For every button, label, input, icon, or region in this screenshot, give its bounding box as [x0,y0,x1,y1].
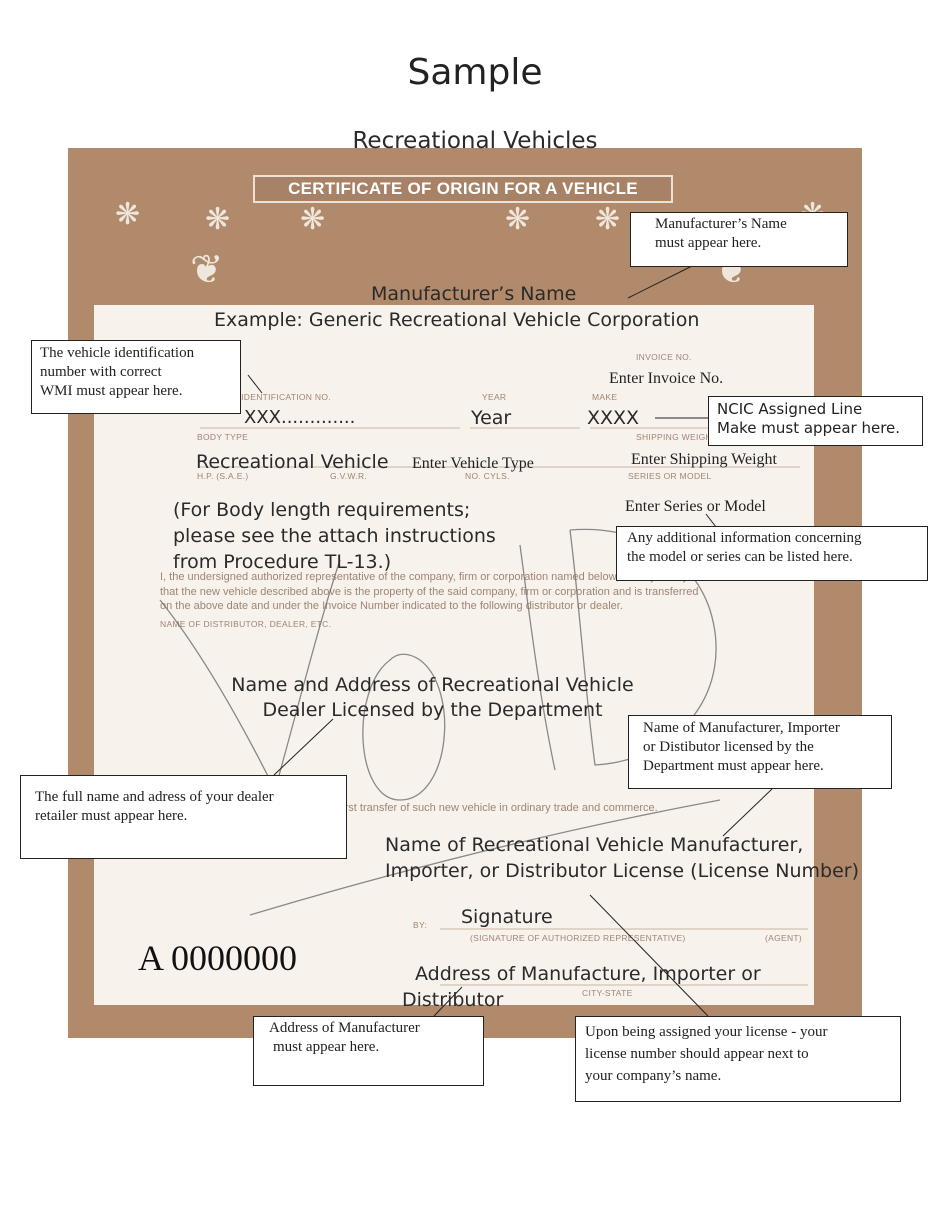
dealer-name-field: Name and Address of Recreational Vehicle… [0,673,865,723]
callout-line: license number should appear next to [585,1046,809,1062]
dealer-name-line: Dealer Licensed by the Department [262,699,603,721]
callout-line: Any additional information concerning [627,530,862,546]
year-field: Year [471,407,512,429]
label-no-cyls: NO. CYLS. [465,471,510,481]
serial-number: A 0000000 [138,938,298,978]
callout-series: Any additional information concerning th… [616,526,928,581]
body-length-note-line: please see the attach instructions [173,525,496,547]
callout-line: The vehicle identification [40,345,195,361]
body-length-note-line: (For Body length requirements; [173,499,471,521]
rosette-icon: ❋ [300,202,326,237]
callout-manufacturer-name: Manufacturer’s Name must appear here. [630,212,848,267]
label-gvwr: G.V.W.R. [330,471,368,481]
manufacturer-license-field: Name of Recreational Vehicle Manufacture… [385,832,859,884]
callout-address: Address of Manufacturer must appear here… [253,1016,484,1086]
series-model-field: Enter Series or Model [625,498,766,515]
rosette-icon: ❋ [595,202,621,237]
label-hp: H.P. (S.A.E.) [197,471,249,481]
page-subtitle: Recreational Vehicles [352,128,598,154]
address-line: Address of Manufacture, Importer or [415,963,761,985]
callout-line: number with correct [40,364,162,380]
callout-vin: The vehicle identification number with c… [31,340,241,414]
label-body-type: BODY TYPE [197,432,249,442]
manufacturer-example: Example: Generic Recreational Vehicle Co… [214,309,700,331]
body-length-note-line: from Procedure TL-13.) [173,551,392,573]
body-length-note: (For Body length requirements; please se… [173,497,496,575]
callout-line: Address of Manufacturer [269,1020,420,1036]
label-distributor: NAME OF DISTRIBUTOR, DEALER, ETC. [160,619,332,629]
callout-line: Department must appear here. [643,758,824,774]
label-by: BY: [413,920,428,930]
dealer-name-line: Name and Address of Recreational Vehicle [231,674,634,696]
label-shipping-weight: SHIPPING WEIGHT [636,432,718,442]
callout-line: or Distibutor licensed by the [643,739,814,755]
callout-line: must appear here. [655,235,762,251]
callout-line: Manufacturer’s Name [655,216,787,232]
signature-field: Signature [461,906,553,928]
label-city-state: CITY-STATE [582,988,633,998]
certificate-banner: CERTIFICATE OF ORIGIN FOR A VEHICLE [253,175,673,203]
rosette-icon: ❋ [505,202,531,237]
vin-field: XXX............. [244,407,356,428]
label-agent: (AGENT) [765,933,803,943]
invoice-field: Enter Invoice No. [609,370,724,387]
make-field: XXXX [587,407,640,429]
certificate-body [94,305,814,1005]
callout-dealer: The full name and adress of your dealer … [20,775,347,859]
callout-licensed: Name of Manufacturer, Importer or Distib… [628,715,892,789]
manufacturer-license-line: Importer, or Distributor License (Licens… [385,860,859,882]
manufacturer-license-line: Name of Recreational Vehicle Manufacture… [385,834,804,856]
callout-license-number: Upon being assigned your license - your … [575,1016,901,1102]
callout-line: Name of Manufacturer, Importer [643,720,840,736]
callout-ncic: NCIC Assigned Line Make must appear here… [708,396,923,446]
certify-line: that the new vehicle described above is … [160,586,699,598]
label-make: MAKE [592,392,618,402]
callout-line: must appear here. [273,1039,380,1055]
certify-line: I, the undersigned authorized representa… [160,571,689,583]
rosette-icon: ❋ [115,197,141,232]
label-year: YEAR [482,392,507,402]
scroll-ornament-icon: ❦ [190,247,224,293]
manufacturer-name-field: Manufacturer’s Name [371,283,577,305]
shipping-weight-field: Enter Shipping Weight [631,451,777,468]
callout-line: The full name and adress of your dealer [35,789,274,805]
signature-caption: (SIGNATURE OF AUTHORIZED REPRESENTATIVE) [470,933,686,943]
callout-line: NCIC Assigned Line [717,400,863,418]
callout-line: retailer must appear here. [35,808,188,824]
vehicle-type-field: Enter Vehicle Type [412,455,534,472]
label-invoice-no: INVOICE NO. [636,352,692,362]
rosette-icon: ❋ [205,202,231,237]
callout-line: your company’s name. [585,1068,722,1084]
body-type-field: Recreational Vehicle [196,451,389,473]
label-vin: VEHICLE IDENTIFICATION NO. [200,392,331,402]
callout-line: the model or series can be listed here. [627,549,853,565]
certify-line: on the above date and under the Invoice … [160,600,623,612]
callout-line: WMI must appear here. [40,383,183,399]
callout-line: Make must appear here. [717,419,901,437]
callout-line: Upon being assigned your license - your [585,1024,828,1040]
label-series-model: SERIES OR MODEL [628,471,712,481]
address-field: Address of Manufacture, Importer or Dist… [402,961,761,1013]
page-title: Sample [407,52,543,93]
address-line: Distributor [402,989,504,1011]
